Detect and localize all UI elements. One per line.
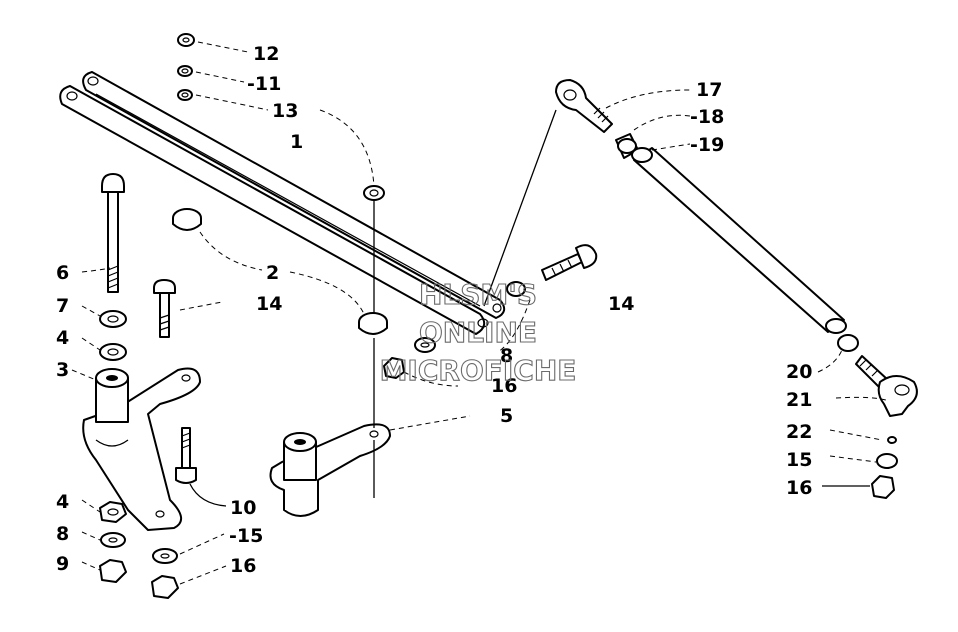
pitman-arm-part	[82, 367, 201, 531]
tie-rod-end-lower	[837, 334, 918, 499]
steering-arm-part	[269, 338, 391, 517]
callout-21: 21	[786, 389, 812, 411]
washers-left	[99, 310, 127, 361]
callout-2: 2	[266, 262, 279, 284]
callout-10: 10	[230, 497, 256, 519]
watermark: HLSM'S ONLINE MICROFICHE	[379, 277, 577, 387]
callout-8-left: 8	[56, 523, 69, 545]
callout-5: 5	[500, 405, 513, 427]
callout-15-right: 15	[786, 449, 812, 471]
callout-16-middle: 16	[491, 375, 517, 397]
callout-13: 13	[272, 100, 298, 122]
watermark-line-1: HLSM'S	[419, 278, 537, 311]
short-bolt-left	[153, 279, 176, 338]
callout-18: -18	[690, 106, 724, 128]
tie-rod-part	[59, 71, 506, 335]
callout-22: 22	[786, 421, 812, 443]
callout-12: 12	[253, 43, 279, 65]
callout-9: 9	[56, 553, 69, 575]
callout-19: -19	[690, 134, 724, 156]
washer-stack-top	[177, 33, 195, 101]
long-bolt-part	[101, 173, 125, 293]
callout-3: 3	[56, 359, 69, 381]
watermark-line-2: ONLINE	[419, 316, 537, 349]
callout-8-middle: 8	[500, 345, 513, 367]
bolt-10-part	[175, 427, 197, 484]
callout-7: 7	[56, 295, 69, 317]
callout-14-right: 14	[608, 293, 634, 315]
callout-11: -11	[247, 73, 281, 95]
callout-4-upper: 4	[56, 327, 69, 349]
callout-17: 17	[696, 79, 722, 101]
short-bolt-right	[541, 244, 598, 281]
watermark-line-3: MICROFICHE	[380, 354, 577, 387]
callout-16-right: 16	[786, 477, 812, 499]
leader-lines	[71, 41, 887, 585]
callout-15-left: -15	[229, 525, 263, 547]
callout-labels: 12 -11 13 1 2 6 7 4 3 14 14 8 16 5 4 8 9…	[56, 43, 812, 577]
tie-rod-end-upper	[483, 79, 847, 334]
bushing-part	[172, 185, 388, 335]
nuts-left-bottom	[99, 501, 127, 583]
callout-20: 20	[786, 361, 812, 383]
callout-4-lower: 4	[56, 491, 69, 513]
callout-14-left: 14	[256, 293, 282, 315]
callout-16-left: 16	[230, 555, 256, 577]
nuts-middle-bottom	[151, 548, 179, 599]
callout-6: 6	[56, 262, 69, 284]
callout-1: 1	[290, 131, 303, 153]
